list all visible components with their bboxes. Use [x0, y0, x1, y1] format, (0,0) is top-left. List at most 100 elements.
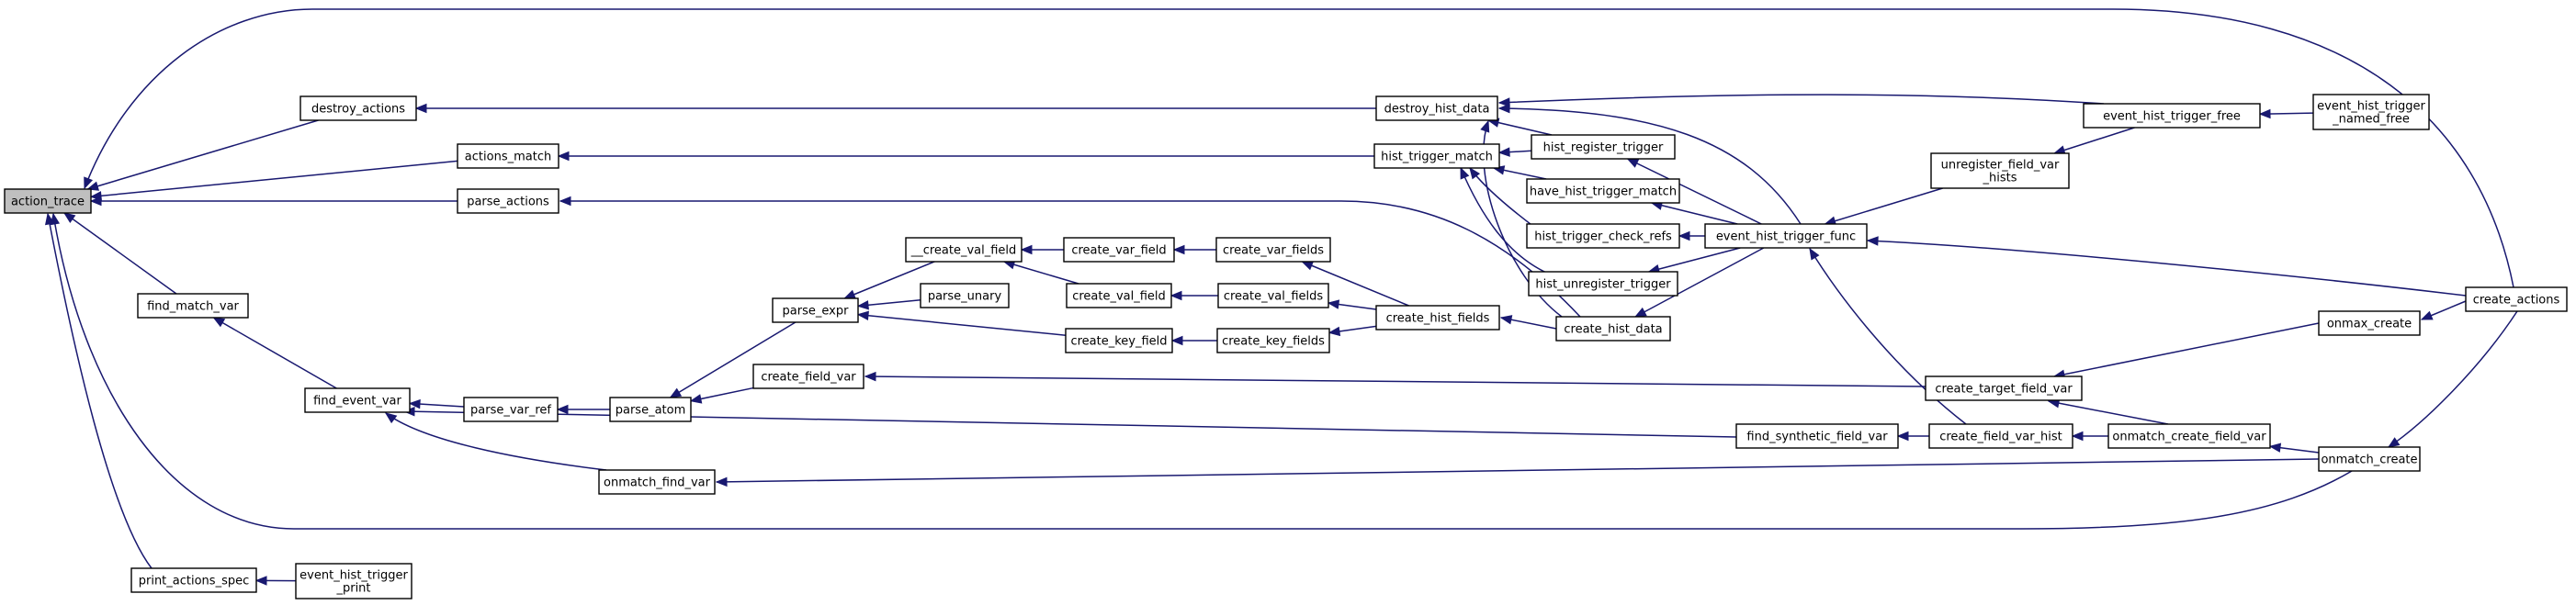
edge-destroy_actions-to-action_trace — [86, 119, 319, 191]
node-hist_trigger_check_refs[interactable]: hist_trigger_check_refs — [1526, 223, 1680, 249]
node-box — [1375, 305, 1500, 331]
node-event_hist_trigger_func[interactable]: event_hist_trigger_func — [1704, 223, 1868, 249]
node-label: destroy_hist_data — [1384, 103, 1490, 117]
edge-find_synthetic_field_var-to-find_event_var — [402, 406, 1737, 438]
node-label: event_hist_trigger_func — [1716, 230, 1856, 244]
node-box — [1216, 328, 1330, 353]
node-create_hist_fields[interactable]: create_hist_fields — [1375, 305, 1500, 331]
edge-parse_expr-to-parse_atom — [669, 321, 797, 398]
node-event_hist_trigger_free[interactable]: event_hist_trigger_free — [2083, 103, 2261, 129]
node-create_val_field[interactable]: create_val_field — [1066, 283, 1172, 308]
node-label: onmatch_find_var — [604, 476, 711, 490]
edge-create_actions-to-onmatch_create — [2387, 310, 2518, 448]
node-destroy_actions[interactable]: destroy_actions — [299, 95, 417, 121]
edge-create_key_field-to-parse_expr — [856, 310, 1067, 336]
edge-hist_trigger_match-to-actions_match — [557, 151, 1374, 162]
node-box — [1930, 152, 2070, 189]
node-box — [1063, 237, 1175, 263]
edge-event_hist_trigger_free-to-unregister_field_var_hists — [2052, 127, 2135, 155]
node-find_event_var[interactable]: find_event_var — [304, 387, 411, 413]
node-label: event_hist_trigger_free — [2103, 110, 2241, 124]
node-box — [920, 283, 1010, 308]
node-hist_trigger_match[interactable]: hist_trigger_match — [1373, 143, 1500, 169]
node-onmatch_find_var[interactable]: onmatch_find_var — [598, 469, 716, 495]
node-event_hist_trigger_named_free[interactable]: event_hist_trigger_named_free — [2312, 94, 2430, 130]
node-unregister_field_var_hists[interactable]: unregister_field_var_hists — [1930, 152, 2070, 189]
node-box — [304, 387, 411, 413]
node-label: onmax_create — [2327, 318, 2412, 331]
node-box — [2083, 103, 2261, 129]
node-label: have_hist_trigger_match — [1530, 185, 1677, 199]
node-find_match_var[interactable]: find_match_var — [137, 293, 249, 319]
node-label: action_trace — [11, 196, 85, 209]
edge-create_val_field-to-__create_val_field — [1002, 260, 1079, 285]
node-create_key_fields[interactable]: create_key_fields — [1216, 328, 1330, 353]
node-print_actions_spec[interactable]: print_actions_spec — [130, 567, 257, 593]
node-parse_atom[interactable]: parse_atom — [609, 397, 692, 422]
edge-onmatch_find_var-to-find_event_var — [384, 412, 607, 471]
edge-have_hist_trigger_match-to-hist_trigger_match — [1492, 165, 1547, 180]
node-label: create_hist_data — [1564, 323, 1662, 337]
node-label: hist_trigger_check_refs — [1534, 230, 1672, 244]
node-parse_expr[interactable]: parse_expr — [772, 297, 859, 323]
edge-find_event_var-to-find_match_var — [212, 317, 337, 389]
node-box — [1735, 423, 1899, 449]
node-label: _hists — [1983, 172, 2017, 185]
edge-create_field_var_hist-to-event_hist_trigger_func — [1809, 247, 1967, 425]
edge-create_field_var-to-parse_atom — [689, 387, 754, 404]
node-onmatch_create[interactable]: onmatch_create — [2318, 446, 2421, 472]
node-hist_register_trigger[interactable]: hist_register_trigger — [1531, 134, 1676, 160]
edge-onmatch_create_field_var-to-create_field_var_hist — [2071, 431, 2108, 442]
node-event_hist_trigger_print[interactable]: event_hist_trigger_print — [295, 563, 412, 599]
node-create_field_var[interactable]: create_field_var — [752, 364, 864, 389]
node-label: hist_unregister_trigger — [1535, 278, 1671, 292]
node-create_actions[interactable]: create_actions — [2465, 286, 2568, 312]
node-box — [1066, 283, 1172, 308]
edge-find_match_var-to-action_trace — [62, 212, 177, 295]
edge-parse_actions-to-action_trace — [89, 196, 458, 207]
edge-parse_unary-to-parse_expr — [856, 298, 921, 310]
node-box — [598, 469, 716, 495]
node-parse_var_ref[interactable]: parse_var_ref — [463, 397, 559, 422]
node-label: create_var_fields — [1223, 244, 1324, 258]
node-box — [1526, 223, 1680, 249]
node-onmatch_create_field_var[interactable]: onmatch_create_field_var — [2107, 423, 2271, 449]
node-parse_actions[interactable]: parse_actions — [457, 188, 559, 214]
edge-create_hist_data-to-destroy_hist_data — [1480, 119, 1563, 318]
node-label: _named_free — [2332, 113, 2410, 127]
node-box — [1555, 316, 1671, 342]
node-__create_val_field[interactable]: __create_val_field — [905, 237, 1022, 263]
node-label: destroy_actions — [311, 103, 405, 117]
node-create_val_fields[interactable]: create_val_fields — [1217, 283, 1329, 308]
node-create_key_field[interactable]: create_key_field — [1065, 328, 1173, 353]
node-box — [2318, 310, 2421, 336]
node-box — [1704, 223, 1868, 249]
edge-create_var_field-to-__create_val_field — [1020, 244, 1064, 255]
node-create_var_fields[interactable]: create_var_fields — [1215, 237, 1331, 263]
node-onmax_create[interactable]: onmax_create — [2318, 310, 2421, 336]
node-actions_match[interactable]: actions_match — [457, 143, 559, 169]
node-create_var_field[interactable]: create_var_field — [1063, 237, 1175, 263]
node-find_synthetic_field_var[interactable]: find_synthetic_field_var — [1735, 423, 1899, 449]
edge-hist_register_trigger-to-hist_trigger_match — [1497, 147, 1532, 157]
edge-hist_unregister_trigger-to-hist_trigger_match — [1460, 166, 1554, 276]
node-hist_unregister_trigger[interactable]: hist_unregister_trigger — [1528, 271, 1678, 297]
node-label: find_event_var — [313, 395, 401, 409]
node-parse_unary[interactable]: parse_unary — [920, 283, 1010, 308]
edge-event_hist_trigger_print-to-print_actions_spec — [254, 576, 297, 586]
edge-__create_val_field-to-parse_expr — [843, 261, 935, 299]
node-box — [457, 188, 559, 214]
edge-event_hist_trigger_func-to-hist_trigger_check_refs — [1678, 230, 1705, 241]
edge-print_actions_spec-to-action_trace — [44, 212, 153, 569]
node-box — [905, 237, 1022, 263]
node-destroy_hist_data[interactable]: destroy_hist_data — [1375, 95, 1498, 121]
node-label: create_val_fields — [1224, 290, 1324, 304]
node-create_hist_data[interactable]: create_hist_data — [1555, 316, 1671, 342]
node-box — [2107, 423, 2271, 449]
edge-create_val_fields-to-create_val_field — [1169, 290, 1218, 301]
node-action_trace[interactable]: action_trace — [4, 188, 92, 214]
node-box — [130, 567, 257, 593]
node-create_field_var_hist[interactable]: create_field_var_hist — [1928, 423, 2073, 449]
node-have_hist_trigger_match[interactable]: have_hist_trigger_match — [1526, 178, 1680, 204]
node-create_target_field_var[interactable]: create_target_field_var — [1925, 375, 2083, 401]
